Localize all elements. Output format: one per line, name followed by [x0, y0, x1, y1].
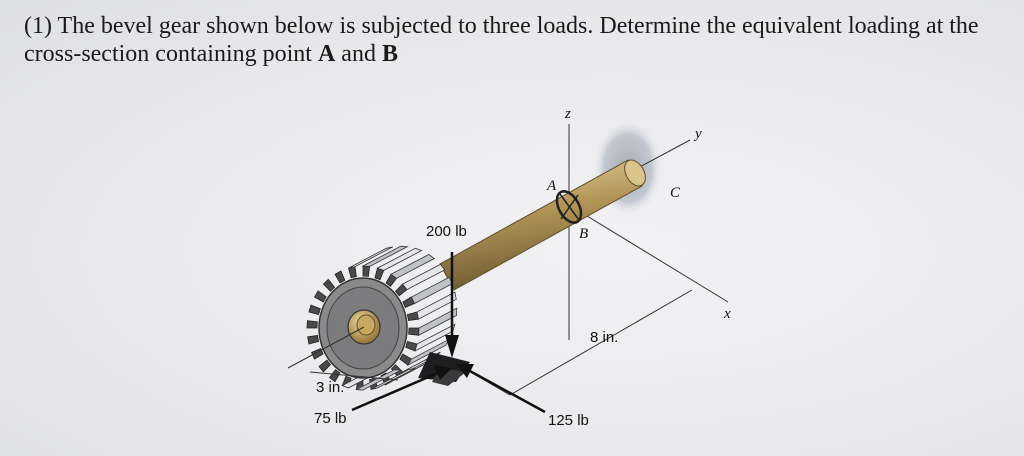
gear-tooth [348, 266, 357, 279]
gear-tooth [308, 304, 321, 316]
problem-statement: (1) The bevel gear shown below is subjec… [24, 12, 1004, 68]
dim-label-3in: 3 in. [316, 379, 344, 396]
axis-label-y: y [693, 126, 702, 142]
gear-bevel-tooth [370, 367, 416, 390]
gear-tooth [362, 265, 371, 277]
x-axis-line [568, 204, 729, 303]
gear-tooth [328, 369, 341, 383]
problem-text-2: and [335, 41, 382, 67]
axis-label-z: z [564, 106, 571, 122]
shaft [439, 159, 646, 291]
gear-bevel-tooth [401, 263, 446, 291]
gear-bevel-tooth [376, 247, 423, 271]
gear-bevel-tooth [384, 361, 429, 386]
point-a-ref: A [317, 41, 336, 67]
gear-bevel-tooth [390, 254, 436, 279]
cross-section-ring [555, 190, 583, 224]
force-200lb [445, 252, 459, 358]
gear-tooth [313, 290, 327, 303]
dim-label-8in: 8 in. [590, 329, 618, 346]
gear-tooth [307, 335, 320, 345]
dim-line-3in [287, 326, 365, 369]
axis-label-x: x [723, 306, 731, 322]
gear-bevel-tooth [406, 338, 451, 367]
load-label-125lb: 125 lb [548, 412, 589, 429]
gear-bevel-tooth [348, 246, 393, 269]
force-125lb [456, 364, 546, 414]
point-b-ref: B [381, 41, 398, 67]
gear-tooth [322, 278, 336, 292]
gear-bevel-tooth [416, 291, 457, 320]
point-label-c: C [670, 185, 681, 201]
gear-bevel-tooth [354, 369, 403, 391]
gear-bevel-tooth [361, 245, 409, 267]
gear-tooth [406, 311, 419, 321]
gear-front-teeth [341, 245, 458, 391]
gear-tooth [334, 270, 346, 284]
gear-tooth [408, 327, 420, 336]
point-label-a: A [546, 178, 557, 194]
dim-line-8in [509, 289, 693, 396]
load-label-200lb: 200 lb [426, 223, 467, 240]
point-label-b: B [579, 226, 588, 242]
gear-tooth [306, 320, 318, 329]
load-label-75lb: 75 lb [314, 410, 347, 427]
gear-bevel-tooth [418, 307, 458, 336]
problem-text-1: The bevel gear shown below is subjected … [24, 13, 979, 67]
problem-number: (1) [24, 13, 52, 39]
gear-tooth [318, 359, 332, 373]
force-75lb [351, 365, 452, 412]
